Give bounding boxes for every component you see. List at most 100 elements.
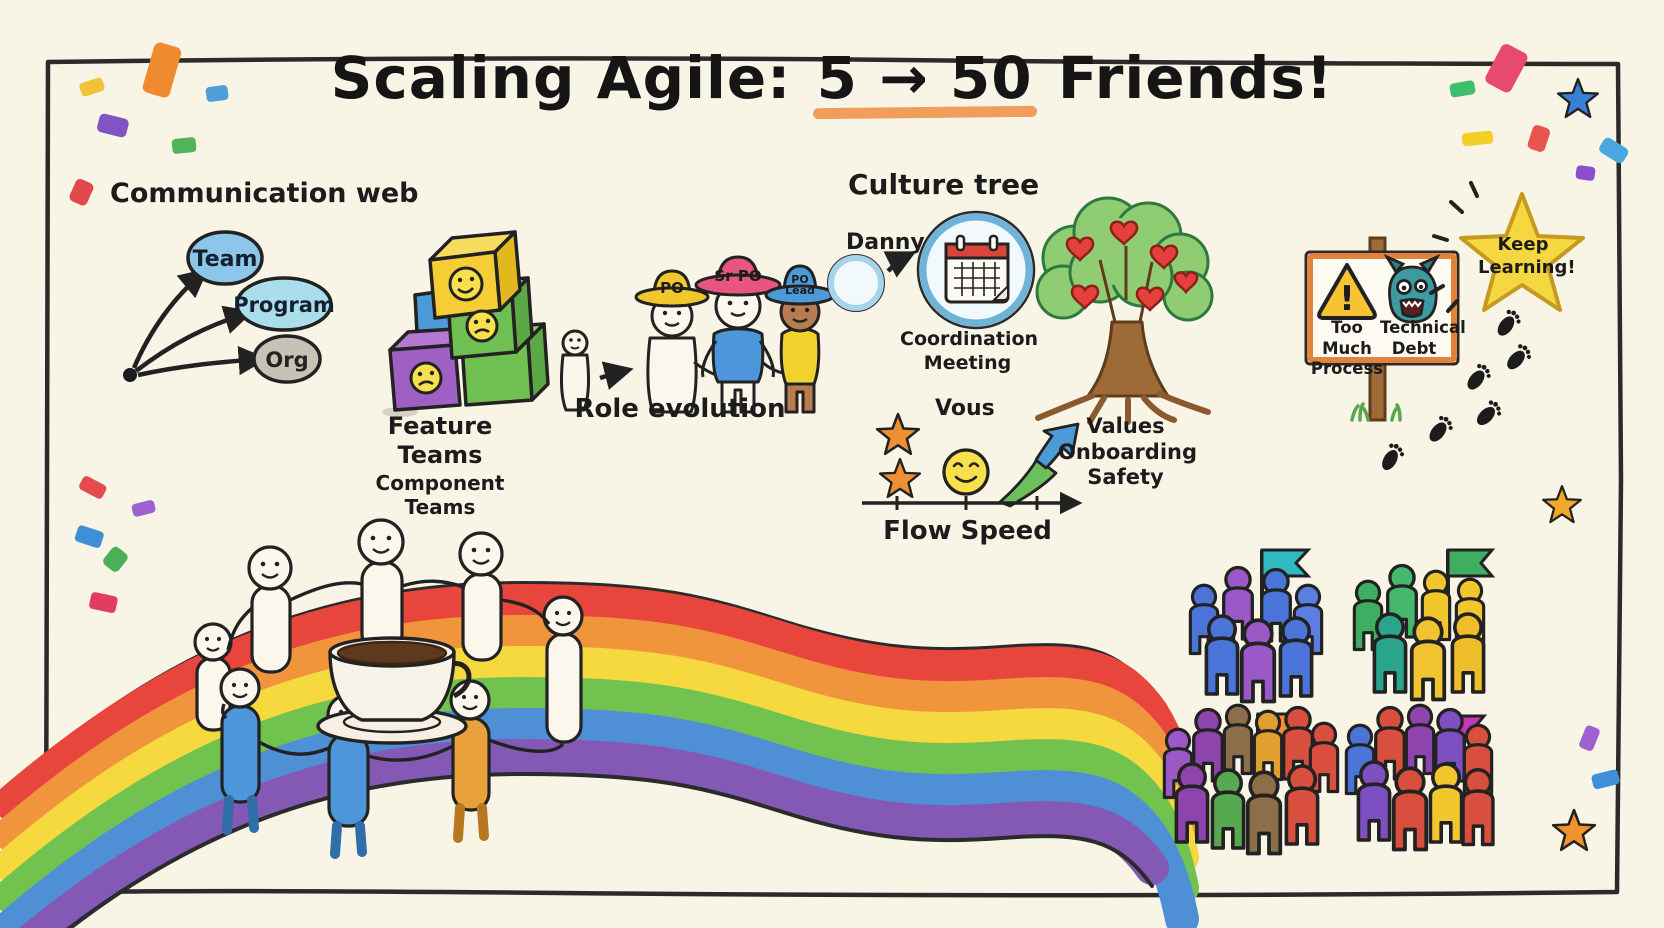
node-team [186, 230, 264, 286]
tree-caption: Values Onboarding Safety [1058, 414, 1198, 491]
growth-swoosh-icon [998, 422, 1080, 508]
star-icon [878, 457, 922, 499]
node-program-label: Program [233, 293, 335, 317]
communication-web-diagram: Team Program Org [123, 230, 335, 384]
friend-figure-blue [327, 732, 370, 828]
svg-text:!: ! [1339, 279, 1355, 319]
friend-figure [250, 584, 292, 674]
culture-tree-heading: Culture tree [848, 168, 1040, 201]
culture-tree-icon [1035, 196, 1214, 425]
feature-teams-line2: Component Teams [375, 470, 505, 519]
small-person-icon [560, 329, 590, 412]
flow-speed-axis-label: Flow Speed [883, 516, 1052, 546]
node-org-label: Org [265, 348, 308, 372]
team-cubes-icon [382, 230, 550, 417]
web-arrow-org [137, 346, 268, 378]
crowd-group-4 [1344, 703, 1495, 852]
flow-speed-chart [862, 412, 1083, 515]
meeting-caption-line1: Coordination [900, 328, 1039, 350]
evolution-arrow [599, 361, 634, 390]
node-program [235, 276, 333, 332]
coordination-meeting-caption: Coordination Meeting [900, 328, 1039, 376]
feature-teams-caption: Feature Teams Component Teams [350, 412, 530, 519]
crowd-group-3 [1162, 703, 1340, 856]
sparkle-lines [1429, 181, 1479, 313]
title-prefix: Scaling Agile: [330, 44, 813, 112]
coffee-cup [316, 636, 472, 745]
warning-signpost: ! [1304, 236, 1460, 422]
title-highlight: 5 → 50 [816, 44, 1033, 112]
sad-face-icon [465, 309, 499, 343]
meeting-caption-line2: Meeting [923, 351, 1012, 374]
sr-po-figure: Sr PO [694, 255, 782, 414]
star-icon [875, 412, 921, 456]
title-underline [812, 105, 1037, 120]
flag-icon [1446, 548, 1496, 578]
sign-right-line2: Debt [1391, 338, 1437, 358]
holding-hands-lines [693, 360, 785, 377]
rainbow [0, 580, 1199, 928]
warning-triangle-icon: ! [1317, 263, 1377, 320]
tree-caption-onboarding: Onboarding [1058, 439, 1198, 464]
confetti-decoration [69, 42, 1629, 852]
calendar-icon [944, 234, 1010, 304]
frame-border [42, 56, 1624, 899]
node-team-label: Team [193, 247, 258, 272]
daily-circle-icon [828, 255, 884, 311]
feature-teams-line1: Feature Teams [387, 412, 493, 469]
smiley-icon [942, 448, 990, 496]
crowd-group-2 [1352, 548, 1496, 702]
coordination-meeting-diagram [827, 210, 1036, 330]
meeting-circle-icon [919, 213, 1033, 327]
node-org [252, 334, 322, 384]
grass-icon [1350, 402, 1402, 422]
sign-text-too-much-process: Too Much Process [1308, 318, 1386, 380]
sign-text-technical-debt: Technical Debt [1380, 318, 1466, 359]
axis-ticks [895, 496, 1039, 510]
linked-arms [220, 579, 565, 762]
coffee [336, 640, 448, 666]
keep-learning-star-icon [1429, 181, 1585, 313]
tree-caption-values: Values [1086, 414, 1165, 438]
value-label: Vous [935, 396, 995, 421]
daily-to-meeting-arrow [883, 251, 917, 278]
tree-roots [1035, 391, 1211, 425]
communication-web-heading: Communication web [110, 178, 419, 209]
web-arrow-program [134, 305, 254, 373]
role-evolution-figures: PO Sr PO PO Lead [560, 255, 836, 414]
role-evolution-caption: Role evolution [574, 394, 786, 424]
sign-left-line1: Too Much [1322, 318, 1372, 358]
sign-left-line2: Process [1310, 359, 1384, 379]
keep-learning-text: Keep Learning! [1478, 234, 1576, 279]
friend-figure [545, 632, 583, 744]
star-icon [1551, 808, 1597, 852]
web-arrow-team [131, 268, 209, 369]
daily-label: Danny [846, 230, 925, 255]
happy-face-icon [448, 266, 484, 302]
po-figure: PO [634, 269, 710, 414]
po-lead-hat-label-1: PO [791, 273, 808, 286]
title-suffix: Friends! [1036, 44, 1334, 112]
page-title: Scaling Agile: 5 → 50 Friends! [0, 44, 1664, 120]
keep-learning-line1: Keep [1497, 234, 1549, 255]
po-hat-label: PO [660, 279, 684, 297]
friend-figure-blue [220, 704, 261, 804]
sign-frame [1307, 253, 1457, 363]
po-lead-hat-label-2: Lead [785, 284, 815, 297]
po-lead-figure: PO Lead [764, 264, 836, 414]
sad-face-icon [409, 361, 443, 395]
tree-caption-safety: Safety [1087, 465, 1164, 490]
crowd-groups [1162, 548, 1496, 856]
web-origin-dot [123, 368, 137, 382]
crowd-group-1 [1188, 548, 1324, 704]
keep-learning-line2: Learning! [1478, 256, 1576, 278]
tree-hearts [1065, 220, 1199, 312]
sr-po-hat-label: Sr PO [714, 267, 761, 285]
sign-right-line1: Technical [1380, 318, 1466, 337]
cup-handle [451, 661, 472, 699]
star-icon [1542, 485, 1582, 524]
tech-debt-monster-icon [1383, 253, 1441, 324]
friend-figure [461, 572, 503, 662]
